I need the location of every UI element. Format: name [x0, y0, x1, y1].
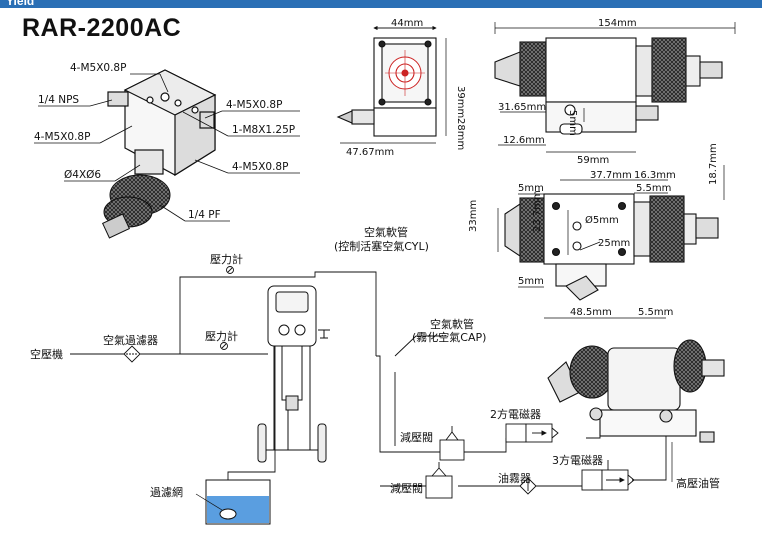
dim-187: 18.7mm [708, 143, 719, 185]
regulator-1-symbol [439, 426, 465, 461]
dim-163: 16.3mm [634, 170, 676, 181]
dim-25: 25mm [598, 238, 630, 249]
iso-label-m5-left: 4-M5X0.8P [34, 131, 90, 143]
brand-text: Yield [6, 0, 35, 8]
iso-label-phi: Ø4XØ6 [64, 169, 101, 181]
pump-cart [257, 285, 330, 463]
label-regulator-1: 減壓閥 [400, 430, 433, 444]
gauge-mid-symbol [220, 342, 228, 350]
valve-2way-symbol [505, 423, 559, 443]
iso-label-m5-bottom: 4-M5X0.8P [232, 161, 288, 173]
dim-33: 33mm [468, 200, 479, 232]
plan-view: 37.7mm 16.3mm 18.7mm 5mm 5.5mm Ø5mm 23.7… [468, 143, 725, 319]
iso-label-m8: 1-M8X1.25P [232, 124, 295, 136]
dim-55b: 5.5mm [638, 307, 673, 318]
dim-44: 44mm [391, 18, 423, 29]
dim-3165: 31.65mm [498, 102, 546, 113]
regulator-2-symbol [425, 462, 453, 499]
iso-label-m5-right: 4-M5X0.8P [226, 99, 282, 111]
front-view: 44mm 39mm 28mm 47.67mm [336, 18, 466, 158]
filter-symbol [123, 345, 141, 363]
dim-377: 37.7mm [590, 170, 632, 181]
label-valve-3way: 3方電磁器 [552, 453, 603, 467]
label-valve-2way: 2方電磁器 [490, 407, 541, 421]
label-gauge-top: 壓力計 [210, 252, 243, 266]
lubricator-symbol [519, 477, 537, 495]
label-compressor: 空壓機 [30, 347, 63, 361]
dim-28: 28mm [455, 118, 466, 150]
dim-39: 39mm [455, 86, 466, 118]
iso-label-nps: 1/4 NPS [38, 94, 79, 106]
label-hose-cyl: 空氣軟管 [364, 225, 408, 239]
dim-5a: 5mm [518, 183, 544, 194]
label-gauge-mid: 壓力計 [205, 329, 238, 343]
dim-126: 12.6mm [503, 135, 545, 146]
label-strainer: 過濾網 [150, 485, 183, 499]
label-hp-hose: 高壓油管 [676, 476, 720, 490]
label-hose-cap-sub: (霧化空氣CAP) [412, 330, 486, 344]
iso-gun-body [107, 69, 217, 177]
dim-phi5: Ø5mm [585, 214, 619, 226]
iso-label-m5-top: 4-M5X0.8P [70, 62, 126, 74]
label-hose-cyl-sub: (控制活塞空氣CYL) [334, 239, 429, 253]
schematic-gun [547, 339, 725, 443]
dim-4767: 47.67mm [346, 147, 394, 158]
paint-tank [205, 479, 271, 525]
side-view: 154mm 31.65mm 5mm 12.6mm 59mm [494, 18, 736, 166]
label-regulator-2: 減壓閥 [390, 481, 423, 495]
valve-3way-symbol [581, 469, 635, 491]
dim-485: 48.5mm [570, 307, 612, 318]
dim-5-side: 5mm [567, 110, 578, 136]
model-title: RAR-2200AC [22, 14, 182, 42]
label-filter: 空氣過濾器 [103, 333, 158, 347]
label-lubricator: 油霧器 [498, 471, 531, 485]
label-hose-cap: 空氣軟管 [430, 317, 474, 331]
iso-knurled-nozzle [101, 174, 171, 239]
iso-label-pf: 1/4 PF [188, 209, 221, 221]
dim-154: 154mm [598, 18, 637, 29]
dim-237: 23.7mm [532, 190, 543, 232]
air-schematic: 空氣軟管 (控制活塞空氣CYL) 壓力計 壓力計 空氣過濾器 空壓機 空氣軟管 … [30, 225, 725, 525]
dim-59: 59mm [577, 155, 609, 166]
dim-5b: 5mm [518, 276, 544, 287]
dim-55a: 5.5mm [636, 183, 671, 194]
gauge-top-symbol [226, 266, 234, 274]
isometric-gun-view: 4-M5X0.8P 1/4 NPS 4-M5X0.8P 4-M5X0.8P 1-… [34, 62, 300, 239]
side-view-body [545, 37, 637, 103]
top-frame-bar: Yield [0, 0, 762, 8]
